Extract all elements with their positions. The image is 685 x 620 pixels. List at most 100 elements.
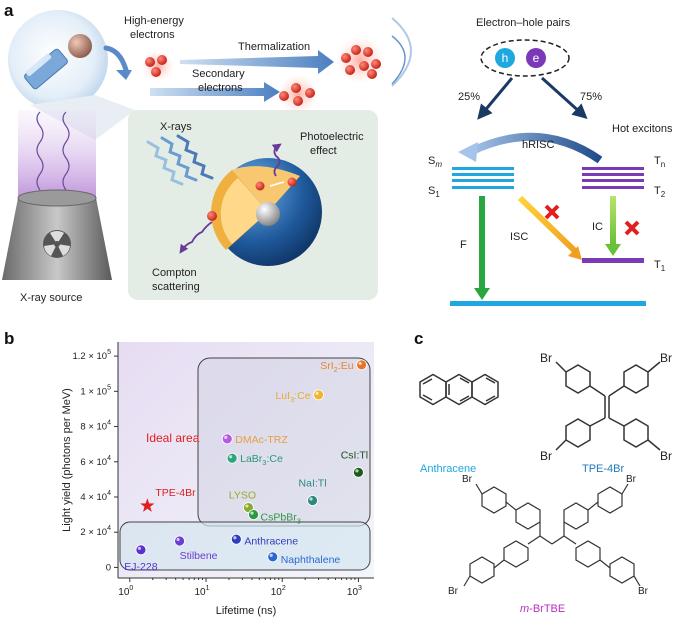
data-point bbox=[313, 389, 324, 401]
point-label-main: LuI bbox=[275, 390, 290, 402]
data-point-label: Naphthalene bbox=[281, 554, 341, 566]
triplet-levels bbox=[582, 167, 644, 263]
y-tick-exp: 4 bbox=[107, 420, 111, 427]
triplet-branch-arrow bbox=[540, 76, 588, 120]
data-point-label: TPE-4Br bbox=[155, 487, 196, 499]
y-tick-exp: 5 bbox=[107, 384, 111, 391]
compton-label-2: scattering bbox=[152, 281, 200, 293]
data-point-label: CsI:Tl bbox=[341, 449, 368, 461]
thermalized-electrons-cluster bbox=[336, 36, 384, 84]
compton-label-1: Compton bbox=[152, 267, 197, 279]
x-tick-label: 101 bbox=[195, 585, 210, 598]
mbr-br-2: Br bbox=[626, 474, 637, 485]
y-tick-exp: 4 bbox=[107, 455, 111, 462]
ic-arrow bbox=[610, 196, 616, 244]
data-point-label: Stilbene bbox=[180, 550, 218, 562]
point-label-rest: :Eu bbox=[338, 360, 354, 372]
thermalization-arrow bbox=[180, 50, 334, 74]
tpe-br-4: Br bbox=[660, 449, 672, 463]
y-tick-label: 1.2 × 105 bbox=[72, 349, 111, 362]
mbr-br-4: Br bbox=[638, 586, 649, 597]
data-point bbox=[353, 466, 364, 478]
secondary-arrow bbox=[150, 82, 280, 102]
data-point-highlight bbox=[269, 553, 273, 557]
thermalization-label: Thermalization bbox=[238, 41, 310, 53]
y-tick-base: 1.2 × 10 bbox=[72, 351, 107, 362]
tpe4br-label: TPE-4Br bbox=[582, 463, 625, 475]
mbr-br-3: Br bbox=[448, 586, 459, 597]
x-tick-label: 100 bbox=[118, 585, 133, 598]
singlet-levels bbox=[452, 167, 514, 189]
point-label-sub: 2 bbox=[334, 365, 338, 374]
y-tick-label: 4 × 104 bbox=[80, 490, 111, 503]
mbrtbe-rest: -BrTBE bbox=[529, 603, 565, 615]
data-point-highlight bbox=[315, 391, 319, 395]
s1-sub: 1 bbox=[435, 190, 440, 199]
data-point bbox=[356, 359, 367, 371]
s1-label: S1 bbox=[428, 185, 440, 199]
data-point bbox=[230, 533, 242, 545]
x-tick-exp: 0 bbox=[129, 585, 133, 592]
chevron-right-icon bbox=[391, 17, 412, 87]
data-point-label: CsPbBr3 bbox=[261, 512, 301, 526]
x-tick-label: 103 bbox=[347, 585, 362, 598]
data-point-highlight bbox=[229, 455, 233, 459]
electron-label: e bbox=[533, 51, 540, 65]
y-tick-exp: 4 bbox=[107, 490, 111, 497]
point-label-main: DMAc-TRZ bbox=[235, 434, 288, 446]
data-point-star bbox=[140, 498, 155, 512]
point-label-main: LaBr bbox=[240, 453, 263, 465]
x-tick-label: 102 bbox=[271, 585, 286, 598]
sm-label: Sm bbox=[428, 155, 442, 169]
data-point-highlight bbox=[176, 537, 180, 542]
high-energy-label-1: High-energy bbox=[124, 15, 184, 27]
isc-arrow bbox=[517, 195, 579, 255]
y-tick-exp: 4 bbox=[107, 525, 111, 532]
point-label-main: CsI:Tl bbox=[341, 449, 368, 461]
point-label-main: CsPbBr bbox=[261, 512, 298, 524]
y-tick-base: 6 × 10 bbox=[80, 457, 107, 468]
data-point-label: Anthracene bbox=[244, 535, 298, 547]
xray-waves bbox=[146, 134, 214, 186]
point-label-sub: 3 bbox=[297, 517, 301, 526]
y-tick-base: 4 × 10 bbox=[80, 492, 107, 503]
pct-25-label: 25% bbox=[458, 91, 480, 103]
data-point bbox=[248, 509, 259, 520]
y-tick-exp: 5 bbox=[107, 349, 111, 356]
ic-blocked-icon bbox=[624, 220, 640, 236]
xray-source-icon bbox=[2, 110, 112, 280]
anthracene-structure bbox=[419, 373, 499, 406]
t1-label: T1 bbox=[654, 259, 666, 273]
sm-sub: m bbox=[435, 160, 442, 169]
point-label-main: Anthracene bbox=[244, 535, 298, 547]
electron-hole-ellipse bbox=[480, 39, 570, 77]
singlet-branch-arrow bbox=[477, 77, 514, 120]
sm-main: S bbox=[428, 155, 435, 167]
data-point-label: NaI:Tl bbox=[299, 478, 327, 490]
photoelectric-label-1: Photoelectric bbox=[300, 131, 364, 143]
x-axis-label: Lifetime (ns) bbox=[216, 605, 277, 617]
isc-blocked-icon bbox=[544, 204, 560, 220]
ideal-area-label: Ideal area bbox=[146, 431, 200, 445]
anthracene-label: Anthracene bbox=[420, 463, 476, 475]
organic-region-box bbox=[119, 521, 371, 571]
data-point-label: SrI2:Eu bbox=[320, 360, 354, 374]
xrays-label: X-rays bbox=[160, 121, 192, 133]
nanocrystal-sphere bbox=[207, 158, 322, 266]
photoelectric-label-2: effect bbox=[310, 145, 337, 157]
data-point bbox=[174, 535, 185, 547]
data-point-highlight bbox=[245, 504, 249, 508]
tpe-br-2: Br bbox=[660, 351, 672, 365]
panel-c: c Anthracene bbox=[414, 329, 672, 615]
x-tick-exp: 2 bbox=[282, 585, 286, 592]
secondary-label-2: electrons bbox=[198, 82, 243, 94]
data-point-highlight bbox=[309, 497, 313, 501]
mbrtbe-prefix: m bbox=[520, 603, 529, 615]
x-ticks: 100 101 102 103 bbox=[118, 578, 362, 598]
hrisc-label: hRISC bbox=[522, 139, 554, 151]
high-energy-label-2: electrons bbox=[130, 29, 175, 41]
tn-sub: n bbox=[661, 160, 665, 169]
t2-label: T2 bbox=[654, 185, 666, 199]
